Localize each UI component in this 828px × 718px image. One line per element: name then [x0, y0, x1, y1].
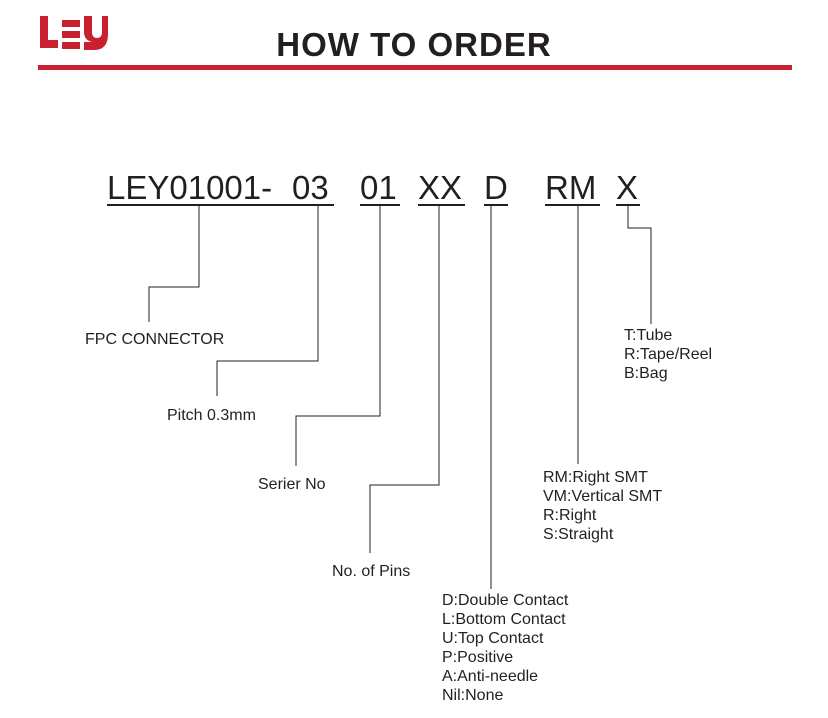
page-title: HOW TO ORDER	[276, 26, 552, 63]
code-contact: D	[484, 169, 508, 206]
label-fpc-connector: FPC CONNECTOR	[85, 331, 225, 348]
mount-options: RM:Right SMT VM:Vertical SMT R:Right S:S…	[543, 468, 662, 544]
line-fpc	[148, 206, 200, 322]
title-divider	[38, 65, 792, 70]
option-item: S:Straight	[543, 526, 614, 543]
code-pack: X	[616, 169, 639, 206]
ley-logo	[40, 16, 108, 50]
underline-pitch	[292, 204, 334, 206]
option-item: D:Double Contact	[442, 592, 569, 609]
underline-pins	[418, 204, 465, 206]
code-base: LEY01001-	[107, 169, 273, 206]
code-pins: XX	[418, 169, 463, 206]
code-mount: RM	[545, 169, 597, 206]
option-item: R:Right	[543, 507, 597, 524]
option-item: VM:Vertical SMT	[543, 488, 663, 505]
option-item: T:Tube	[624, 327, 673, 344]
label-pitch: Pitch 0.3mm	[167, 407, 256, 424]
line-pins	[369, 206, 440, 553]
underline-pack	[616, 204, 640, 206]
line-series	[295, 206, 381, 466]
underline-mount	[545, 204, 600, 206]
underline-contact	[484, 204, 508, 206]
option-item: R:Tape/Reel	[624, 346, 713, 363]
contact-options: D:Double Contact L:Bottom Contact U:Top …	[442, 591, 568, 705]
underline-base	[107, 204, 292, 206]
label-pins: No. of Pins	[332, 563, 411, 580]
option-item: P:Positive	[442, 649, 514, 666]
code-series: 01	[360, 169, 397, 206]
option-item: L:Bottom Contact	[442, 611, 566, 628]
option-item: U:Top Contact	[442, 630, 544, 647]
option-item: A:Anti-needle	[442, 668, 539, 685]
option-item: RM:Right SMT	[543, 469, 648, 486]
label-series: Serier No	[258, 476, 326, 493]
line-pitch	[216, 206, 319, 396]
option-item: B:Bag	[624, 365, 668, 382]
option-item: Nil:None	[442, 687, 504, 704]
line-pack	[627, 206, 652, 324]
code-pitch: 03	[292, 169, 329, 206]
packaging-options: T:Tube R:Tape/Reel B:Bag	[624, 326, 712, 383]
underline-series	[360, 204, 400, 206]
